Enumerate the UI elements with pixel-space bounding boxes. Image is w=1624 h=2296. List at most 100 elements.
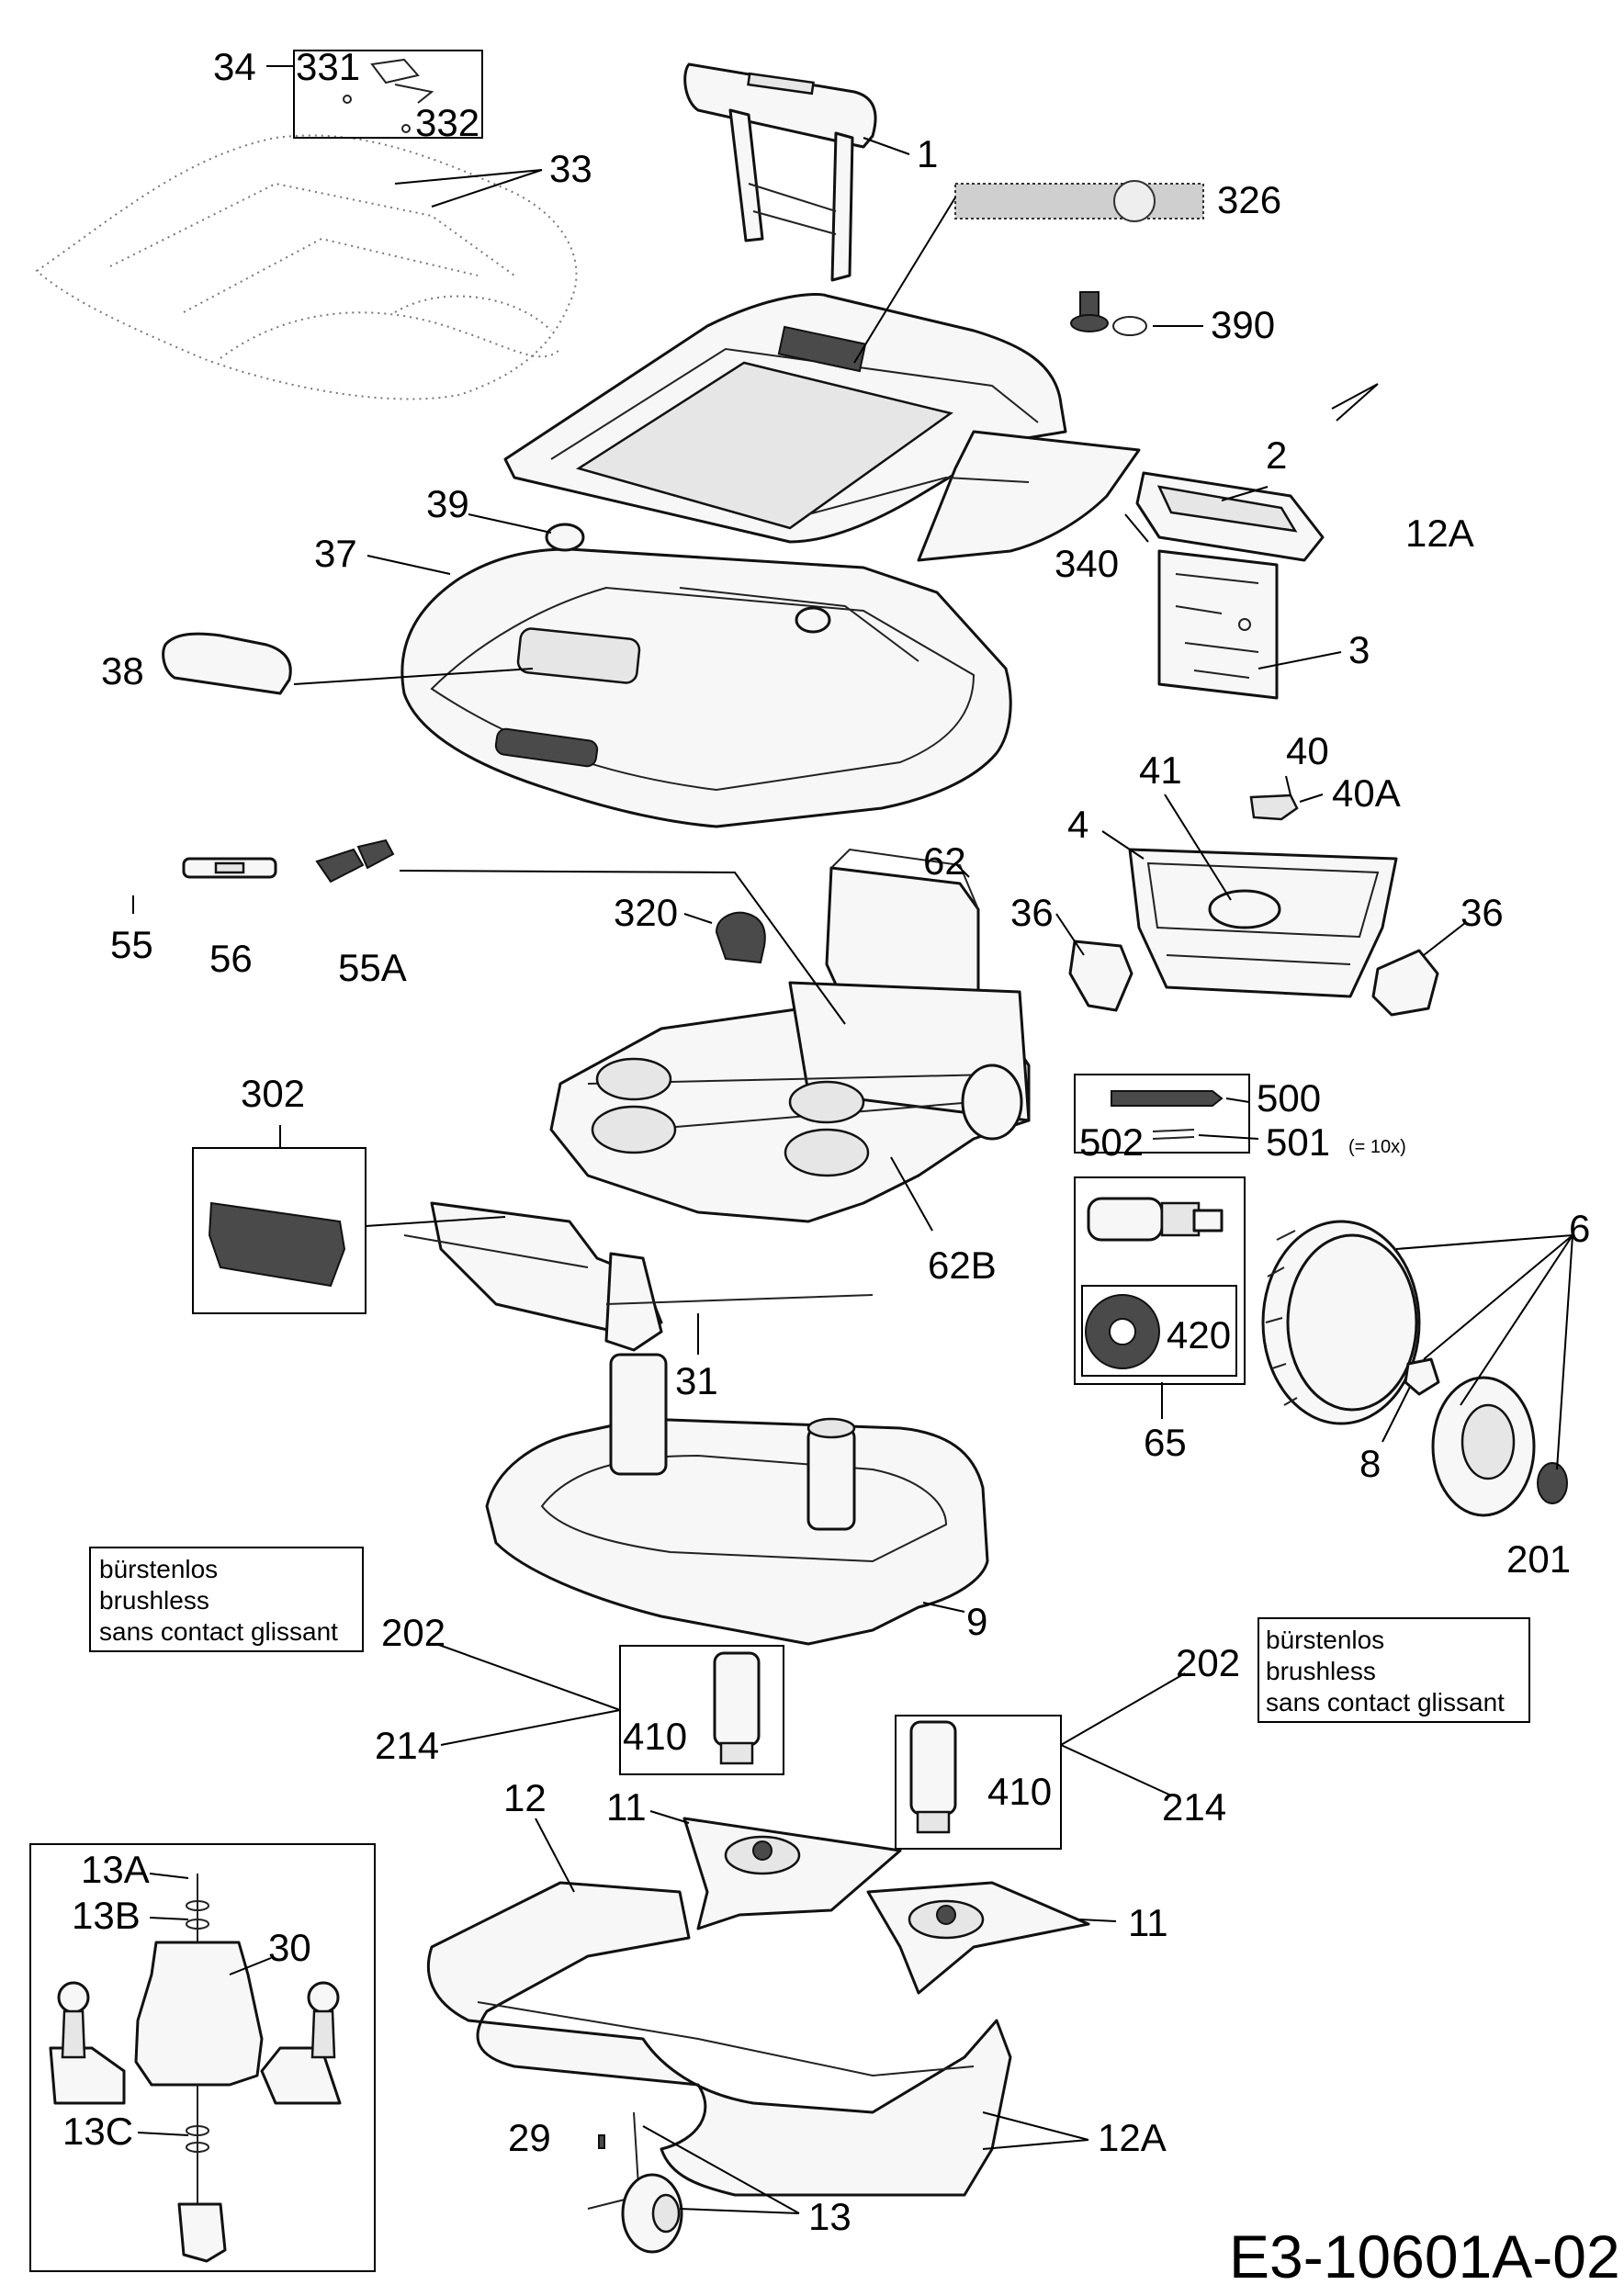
callout-box-65 [1074,1176,1246,1385]
part-2-display [1135,471,1325,562]
part-201-cap [1537,1462,1568,1504]
label-11-left: 11 [606,1785,647,1829]
label-1: 1 [917,132,938,175]
part-500-pin [1111,1090,1224,1107]
label-502: 502 [1079,1120,1144,1164]
part-37-main-body [400,523,1012,828]
part-chassis [403,981,1031,1352]
label-33: 33 [549,147,592,190]
note-left-line-1: bürstenlos [99,1555,218,1583]
part-36-cover-left [1068,940,1133,1012]
part-36-cover-right [1371,949,1439,1017]
part-420-disc [1085,1294,1160,1369]
part-55A-clip [315,838,395,884]
part-502-pin [1152,1129,1195,1140]
note-left-line-3: sans contact glissant [99,1617,338,1646]
label-12: 12 [503,1776,547,1819]
note-box-left [89,1547,364,1652]
label-41: 41 [1139,748,1182,792]
part-11-blade-right [866,1881,1090,1995]
part-12-guard [426,1881,1012,2197]
part-56-level [182,857,277,879]
label-214-left: 214 [375,1724,439,1767]
callout-box-30 [29,1843,376,2272]
label-4: 4 [1067,803,1088,846]
part-top-hood [503,293,1141,562]
label-13A: 13A [81,1848,150,1891]
part-410-motor-right [909,1720,957,1834]
part-6-wheel [1261,1220,1421,1425]
label-500: 500 [1257,1076,1321,1120]
part-13-caster [587,2111,683,2254]
note-right-line-3: sans contact glissant [1266,1688,1505,1716]
label-30: 30 [268,1926,311,1969]
label-56: 56 [209,937,253,980]
note-left-line-2: brushless [99,1586,209,1615]
document-code: E3-10601A-02 [1229,2223,1620,2290]
label-40: 40 [1286,729,1329,772]
label-36-left: 36 [1010,891,1054,934]
label-3: 3 [1348,628,1370,671]
part-11-blade-left [682,1817,902,1930]
label-410-left: 410 [623,1715,687,1758]
part-9-base [485,1353,989,1646]
part-40-clip [1249,793,1299,821]
part-410-motor-left [713,1651,761,1765]
callout-box-500 [1074,1074,1250,1154]
label-12A-top: 12A [1405,512,1474,555]
part-302-bracket [208,1201,346,1288]
label-13B: 13B [72,1894,141,1937]
callout-labels: 34 331 332 33 1 326 390 2 12A 340 3 39 3… [62,45,1590,2238]
part-30-bracket [49,1874,342,2263]
label-11-right: 11 [1128,1901,1168,1944]
label-62B: 62B [928,1244,997,1287]
leader-lines [132,65,1573,2214]
label-62: 62 [923,839,966,883]
note-right-line-2: brushless [1266,1657,1376,1685]
note-right: bürstenlos brushless sans contact glissa… [1266,1626,1505,1716]
part-3-circuit-board [1157,549,1279,700]
label-29: 29 [508,2116,551,2159]
label-39: 39 [426,482,469,525]
part-38-bumper [162,632,292,695]
label-8: 8 [1359,1442,1381,1485]
part-29-pin [598,2134,605,2149]
part-8-hub [1404,1357,1440,1396]
callout-box-420 [1081,1285,1237,1377]
label-331: 331 [296,45,360,88]
label-2: 2 [1266,433,1287,477]
label-326: 326 [1217,178,1281,221]
label-31: 31 [675,1359,718,1402]
label-13: 13 [808,2195,851,2238]
label-38: 38 [101,649,144,692]
label-37: 37 [314,532,357,575]
label-214-right: 214 [1162,1785,1226,1829]
label-40A: 40A [1332,771,1401,815]
label-13C: 13C [62,2110,133,2153]
label-320: 320 [614,891,678,934]
label-390: 390 [1211,303,1275,346]
label-12A-bottom: 12A [1098,2116,1167,2159]
note-box-right [1257,1617,1530,1723]
part-33-cover-dotted [35,134,578,400]
callout-box-34 [293,50,483,139]
part-390-knob [1070,291,1147,336]
part-331-332-clip [343,58,434,133]
label-6: 6 [1569,1207,1590,1250]
callout-box-410-right [895,1715,1062,1850]
label-501: 501 [1266,1120,1330,1164]
part-326-grille [954,180,1204,222]
label-36-right: 36 [1460,891,1504,934]
label-202-right: 202 [1176,1641,1240,1684]
quantity-note: (= 10x) [1348,1137,1406,1157]
label-9: 9 [966,1600,987,1643]
label-55: 55 [110,923,153,966]
part-1-handle [683,62,877,282]
part-320-cap [715,911,766,964]
label-55A: 55A [338,946,407,989]
note-right-line-1: bürstenlos [1266,1626,1384,1654]
label-410-right: 410 [987,1770,1052,1813]
part-6-hubcap [1431,1376,1536,1517]
label-34: 34 [213,45,256,88]
